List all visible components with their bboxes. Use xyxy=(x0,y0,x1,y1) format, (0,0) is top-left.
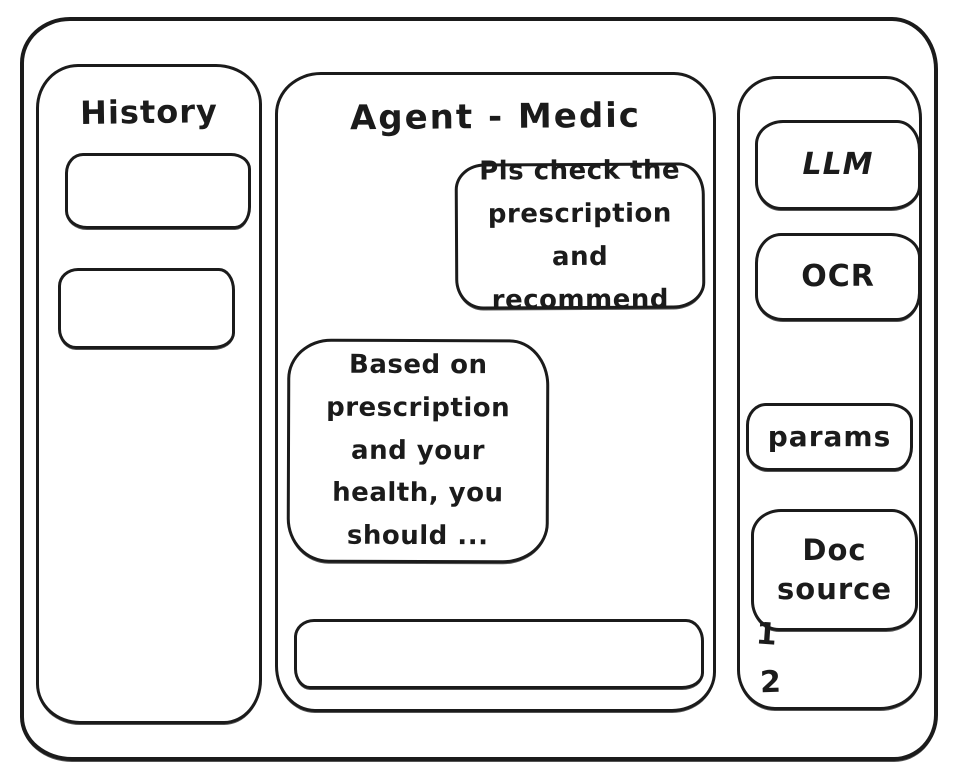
ocr-button[interactable]: OCR xyxy=(755,233,921,321)
doc-source-item-1[interactable]: 1 xyxy=(754,616,779,653)
params-button[interactable]: params xyxy=(746,403,913,471)
history-sidebar: History xyxy=(36,64,262,724)
user-message-bubble: Pls check the prescription and recommend xyxy=(454,156,706,315)
chat-title: Agent - Medic xyxy=(349,95,642,139)
llm-button[interactable]: LLM xyxy=(755,120,921,210)
agent-message-text: Based on prescription and your health, y… xyxy=(326,349,511,552)
chat-panel: Agent - Medic Pls check the prescription… xyxy=(275,72,716,712)
agent-message-bubble: Based on prescription and your health, y… xyxy=(286,338,550,564)
history-title: History xyxy=(79,92,219,132)
user-message-text: Pls check the prescription and recommend xyxy=(479,155,681,316)
message-input[interactable] xyxy=(294,619,704,689)
tools-sidebar: LLM OCR params Doc source 1 2 xyxy=(737,76,922,710)
doc-source-item-2[interactable]: 2 xyxy=(759,664,782,701)
history-item[interactable] xyxy=(65,153,251,229)
history-item[interactable] xyxy=(58,268,235,349)
doc-source-button[interactable]: Doc source xyxy=(751,509,918,631)
